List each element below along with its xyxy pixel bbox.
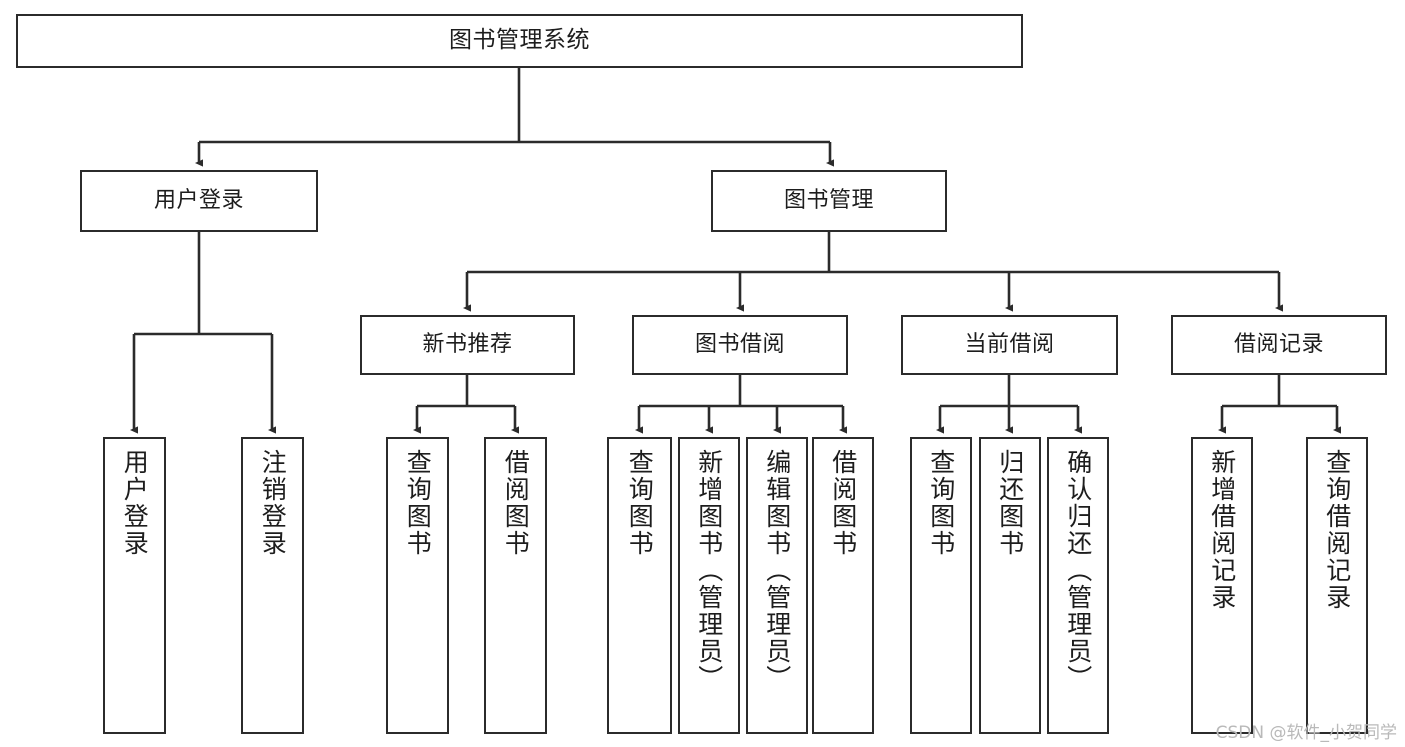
node-leaf-add-book-admin[interactable]: 新增图书（管理员） [678, 437, 740, 734]
node-borrow-record[interactable]: 借阅记录 [1171, 315, 1387, 375]
node-label: 借阅图书 [501, 449, 531, 557]
node-leaf-user-login[interactable]: 用户登录 [103, 437, 166, 734]
node-leaf-borrow-book-recommend[interactable]: 借阅图书 [484, 437, 547, 734]
node-label: 图书管理 [783, 187, 874, 213]
node-leaf-borrow-book[interactable]: 借阅图书 [812, 437, 874, 734]
node-label: 查询图书 [926, 449, 956, 557]
node-label: 图书管理系统 [449, 27, 590, 54]
node-user-login[interactable]: 用户登录 [80, 170, 318, 232]
node-leaf-query-borrow-record[interactable]: 查询借阅记录 [1306, 437, 1368, 734]
node-label: 注销登录 [258, 449, 288, 557]
node-label: 用户登录 [120, 449, 150, 557]
node-leaf-user-logout[interactable]: 注销登录 [241, 437, 304, 734]
node-label: 当前借阅 [964, 331, 1055, 357]
node-label: 确认归还（管理员） [1063, 449, 1093, 692]
node-label: 查询图书 [403, 449, 433, 557]
node-label: 归还图书 [995, 449, 1025, 557]
node-label: 图书借阅 [694, 331, 785, 357]
node-leaf-query-book-current[interactable]: 查询图书 [910, 437, 972, 734]
node-leaf-query-book-borrow[interactable]: 查询图书 [607, 437, 672, 734]
watermark: CSDN @软件_小贺同学 [1215, 723, 1397, 743]
node-label: 用户登录 [153, 187, 244, 213]
node-leaf-add-borrow-record[interactable]: 新增借阅记录 [1191, 437, 1253, 734]
node-leaf-confirm-return-admin[interactable]: 确认归还（管理员） [1047, 437, 1109, 734]
node-book-management[interactable]: 图书管理 [711, 170, 947, 232]
node-label: 借阅图书 [828, 449, 858, 557]
node-label: 新增图书（管理员） [694, 449, 724, 692]
node-label: 查询借阅记录 [1322, 449, 1352, 611]
node-label: 借阅记录 [1233, 331, 1324, 357]
node-label: 编辑图书（管理员） [762, 449, 792, 692]
node-leaf-query-book-recommend[interactable]: 查询图书 [386, 437, 449, 734]
node-new-book-recommend[interactable]: 新书推荐 [360, 315, 575, 375]
node-label: 新书推荐 [422, 331, 513, 357]
node-leaf-edit-book-admin[interactable]: 编辑图书（管理员） [746, 437, 808, 734]
node-current-borrow[interactable]: 当前借阅 [901, 315, 1118, 375]
node-leaf-return-book[interactable]: 归还图书 [979, 437, 1041, 734]
node-label: 新增借阅记录 [1207, 449, 1237, 611]
node-label: 查询图书 [625, 449, 655, 557]
node-root-system[interactable]: 图书管理系统 [16, 14, 1023, 68]
node-book-borrow[interactable]: 图书借阅 [632, 315, 848, 375]
